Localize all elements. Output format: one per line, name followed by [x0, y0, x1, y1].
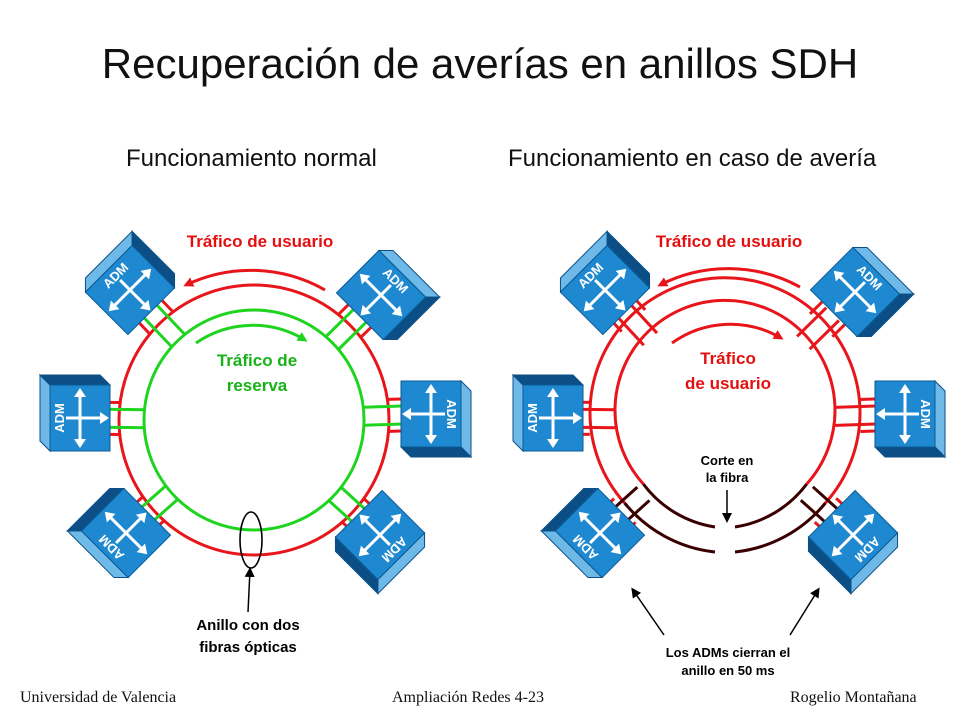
adm-right-bottom-right: ADM	[807, 489, 899, 595]
right-inner-fiber	[613, 298, 837, 486]
left-heading: Funcionamiento normal	[126, 145, 377, 172]
slide-title: Recuperación de averías en anillos SDH	[101, 40, 859, 87]
broken-outer-left	[623, 502, 716, 554]
broken-inner-right	[734, 483, 808, 529]
adm-left-top-right: ADM	[335, 249, 441, 341]
adm-right-mid-left: ADM	[511, 373, 585, 453]
adm-left-top-left: ADM	[84, 230, 176, 336]
fiber-pair-highlight	[239, 511, 263, 569]
cut-label-2: la fibra	[706, 470, 749, 485]
right-callout-line-1: Los ADMs cierran el	[666, 645, 791, 660]
left-callout-line-1: Anillo con dos	[196, 617, 299, 634]
left-callout-line-2: fibras ópticas	[199, 639, 297, 656]
broken-outer-right	[734, 502, 827, 554]
adm-left-bottom-left: ADM	[66, 487, 172, 579]
left-ring: ADM ADM ADM ADM ADM ADM	[38, 230, 473, 613]
right-inner-label-2: de usuario	[685, 374, 771, 393]
adm-left-mid-left: ADM	[38, 373, 112, 453]
right-callout-arrow-left	[631, 587, 665, 636]
adm-left-bottom-right: ADM	[334, 489, 426, 595]
adm-label: ADM	[444, 399, 459, 429]
right-callout-arrow-right	[789, 587, 820, 636]
left-red-traffic-arrow	[183, 268, 326, 292]
left-user-traffic-label: Tráfico de usuario	[187, 232, 333, 251]
adm-right-mid-right: ADM	[873, 379, 947, 459]
right-outer-fiber	[588, 276, 862, 505]
footer-university: Universidad de Valencia	[20, 689, 177, 706]
right-inner-label-1: Tráfico	[700, 349, 756, 368]
left-outer-fiber	[117, 283, 391, 557]
adm-label: ADM	[525, 403, 540, 433]
right-ring: ADM ADM ADM ADM ADM ADM	[511, 230, 947, 636]
adm-label: ADM	[918, 399, 933, 429]
right-red-traffic-arrow	[657, 267, 801, 289]
left-green-traffic-arrow	[195, 323, 308, 345]
right-inner-traffic-arrow	[671, 322, 784, 345]
right-callout-line-2: anillo en 50 ms	[681, 663, 774, 678]
adm-right-top-left: ADM	[559, 230, 651, 336]
adm-label: ADM	[52, 403, 67, 433]
left-reserve-label-2: reserva	[227, 376, 288, 395]
footer-author: Rogelio Montañana	[790, 689, 917, 706]
adm-right-bottom-left: ADM	[540, 487, 646, 579]
left-reserve-label-1: Tráfico de	[217, 351, 297, 370]
cut-label-1: Corte en	[701, 453, 754, 468]
left-callout-arrow	[244, 567, 255, 613]
right-heading: Funcionamiento en caso de avería	[508, 145, 877, 172]
adm-left-mid-right: ADM	[399, 379, 473, 459]
footer-course: Ampliación Redes 4-23	[392, 689, 544, 706]
broken-inner-left	[642, 483, 716, 529]
adm-right-top-right: ADM	[809, 246, 915, 338]
right-user-traffic-label: Tráfico de usuario	[656, 232, 802, 251]
left-inner-fiber	[142, 308, 366, 532]
